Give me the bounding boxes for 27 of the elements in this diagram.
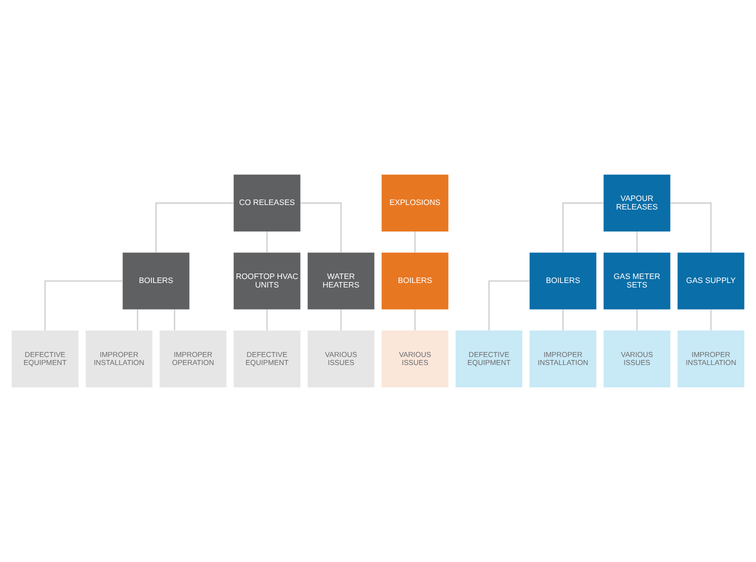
node-box: IMPROPER INSTALLATION: [86, 330, 152, 388]
node-box: IMPROPER INSTALLATION: [678, 330, 744, 388]
node-box: DEFECTIVE EQUIPMENT: [12, 330, 78, 388]
connector: [636, 232, 638, 252]
node-box: VARIOUS ISSUES: [308, 330, 374, 388]
node-box: VARIOUS ISSUES: [604, 330, 670, 388]
connector: [670, 202, 712, 252]
connector: [266, 310, 268, 330]
connector: [44, 280, 122, 330]
connector: [300, 202, 342, 252]
connector: [562, 202, 604, 252]
node-box: DEFECTIVE EQUIPMENT: [456, 330, 522, 388]
node-box: DEFECTIVE EQUIPMENT: [234, 330, 300, 388]
node-box: IMPROPER INSTALLATION: [530, 330, 596, 388]
connector: [414, 310, 416, 330]
node-box: IMPROPER OPERATION: [160, 330, 226, 388]
connector: [488, 280, 530, 330]
connector: [340, 310, 342, 330]
connector: [636, 310, 638, 330]
connector: [136, 310, 138, 330]
connector: [710, 310, 712, 330]
connector: [562, 310, 564, 330]
connector: [174, 310, 176, 330]
node-box: VARIOUS ISSUES: [382, 330, 448, 388]
connector: [155, 202, 234, 252]
connector: [414, 232, 416, 252]
connector: [266, 232, 268, 252]
